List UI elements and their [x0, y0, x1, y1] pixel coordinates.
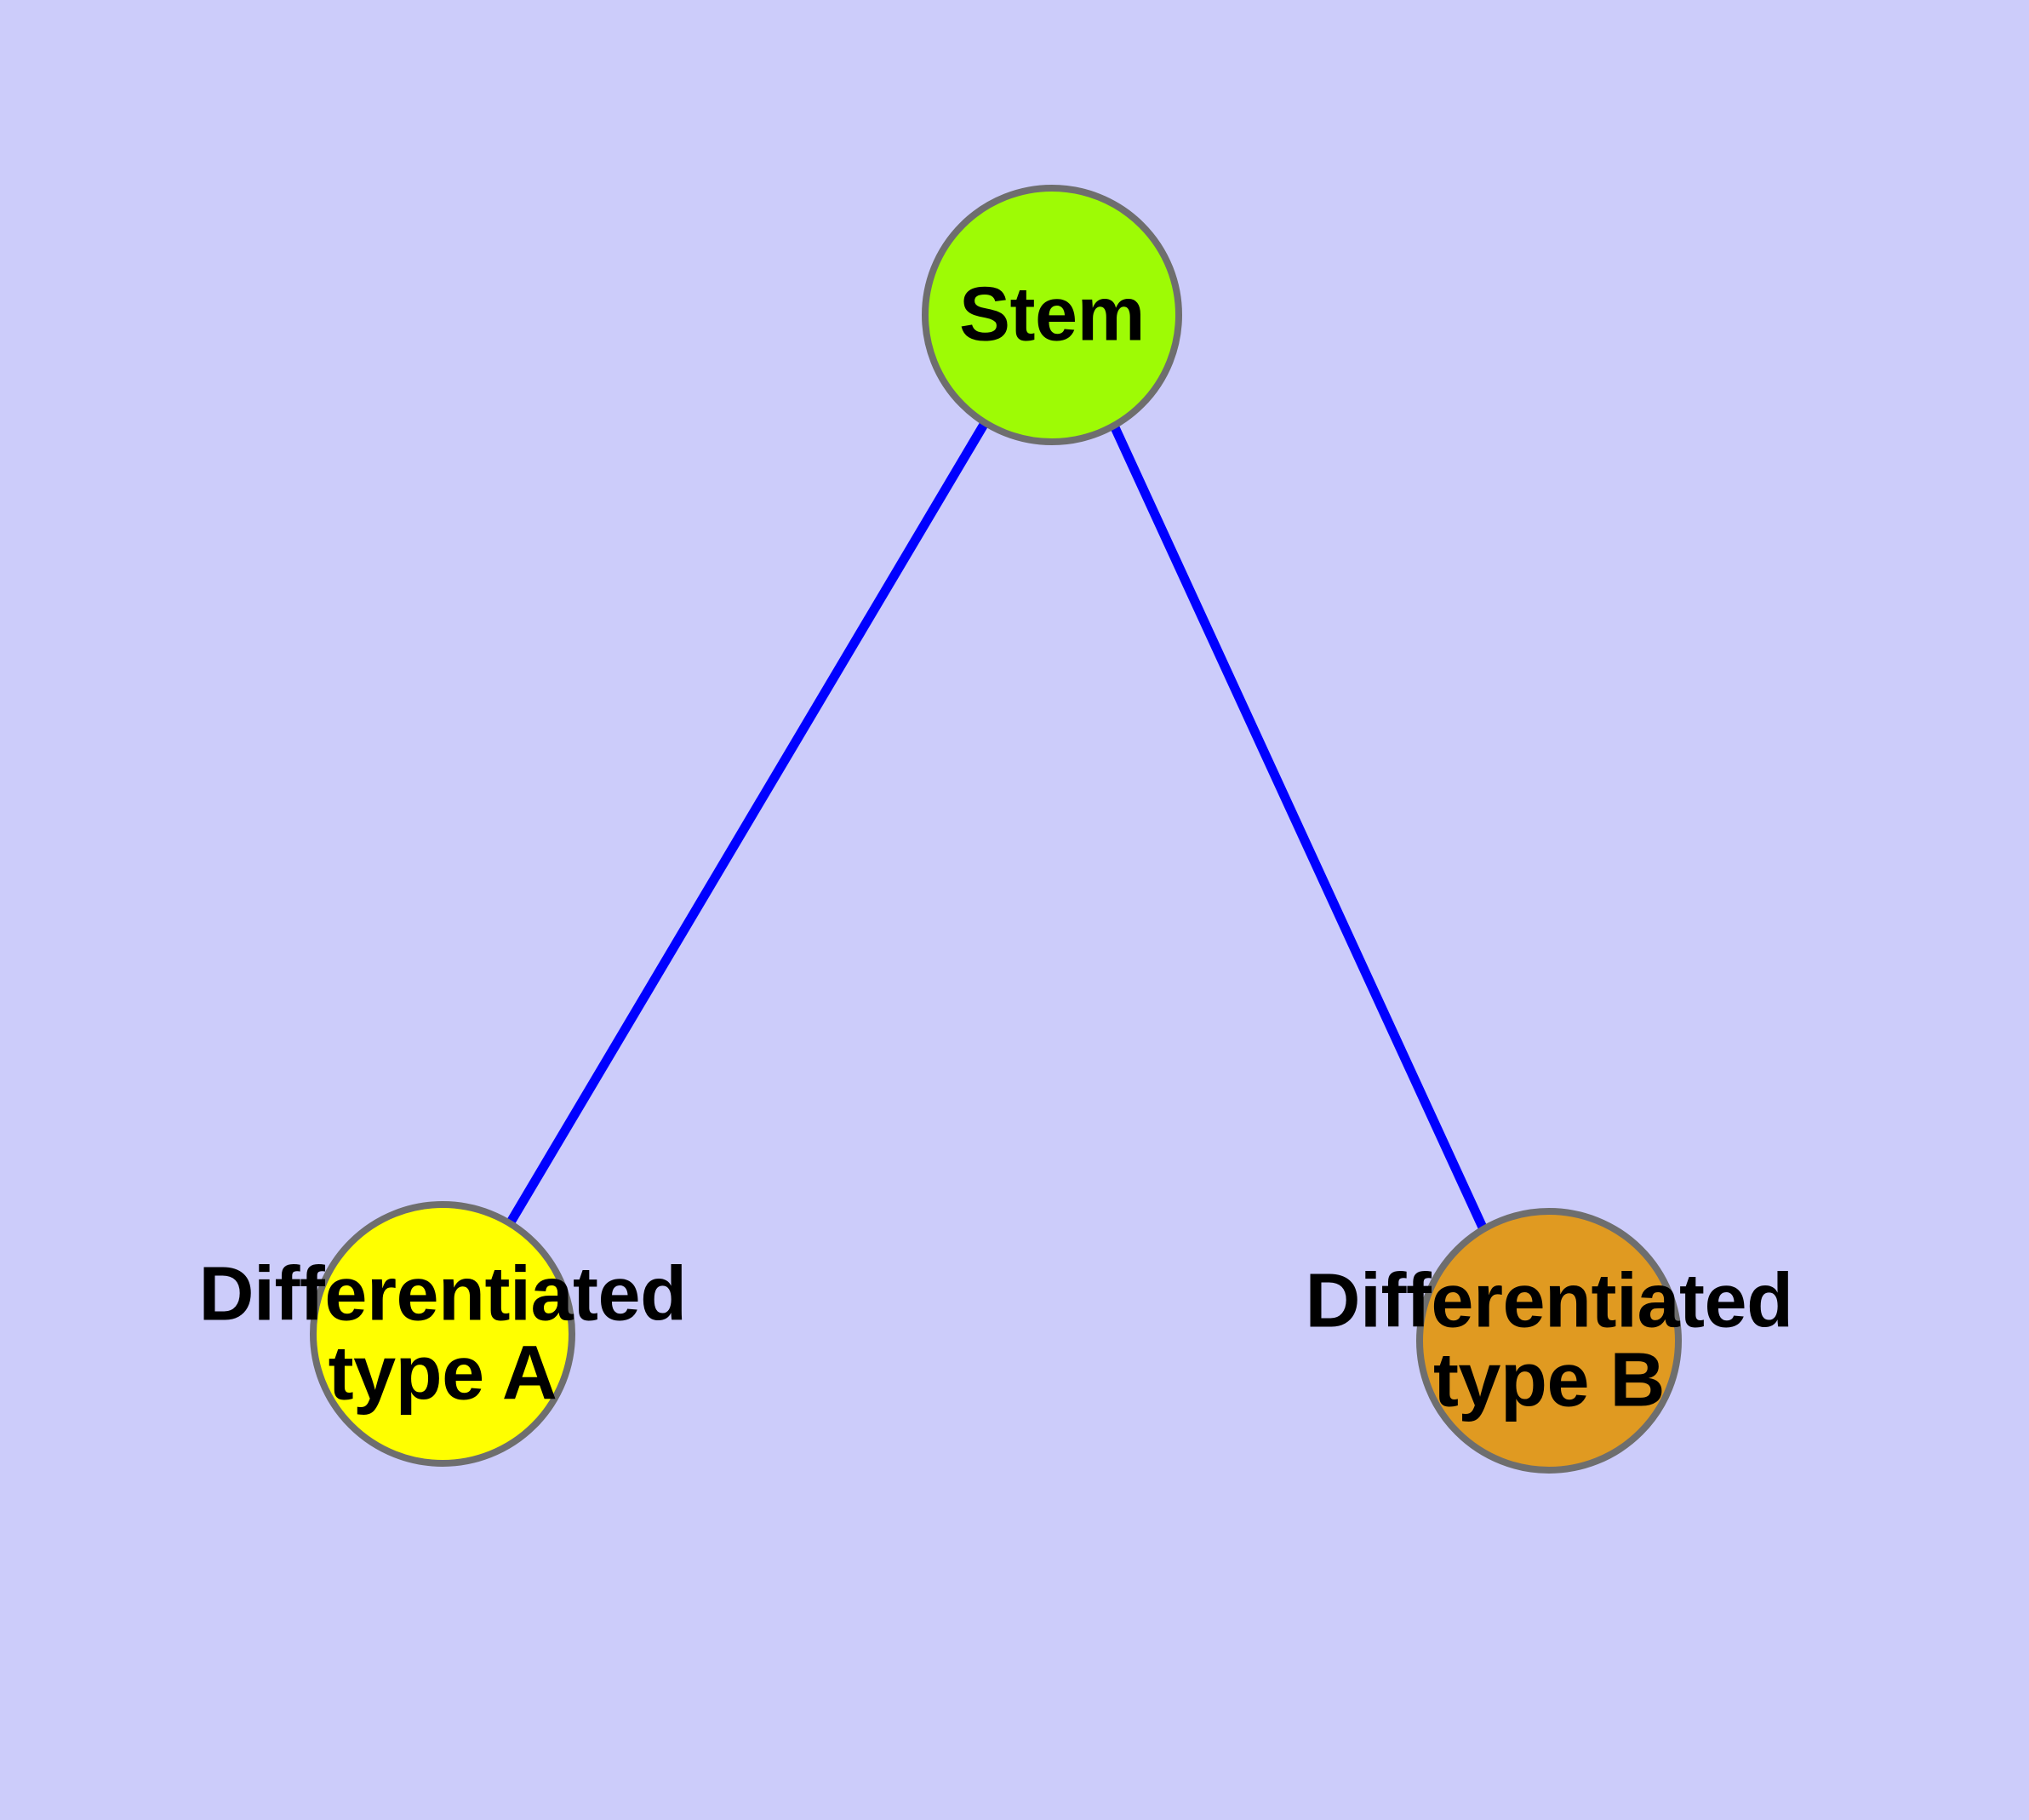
edge-layer	[507, 421, 1488, 1232]
edge-stem-to-diff-b[interactable]	[1110, 423, 1488, 1232]
edge-stem-to-diff-a[interactable]	[507, 421, 989, 1223]
node-layer	[310, 185, 1682, 1474]
node-stem[interactable]	[922, 185, 1182, 445]
node-differentiated-type-b[interactable]	[1416, 1208, 1682, 1474]
node-differentiated-type-a[interactable]	[310, 1201, 575, 1467]
